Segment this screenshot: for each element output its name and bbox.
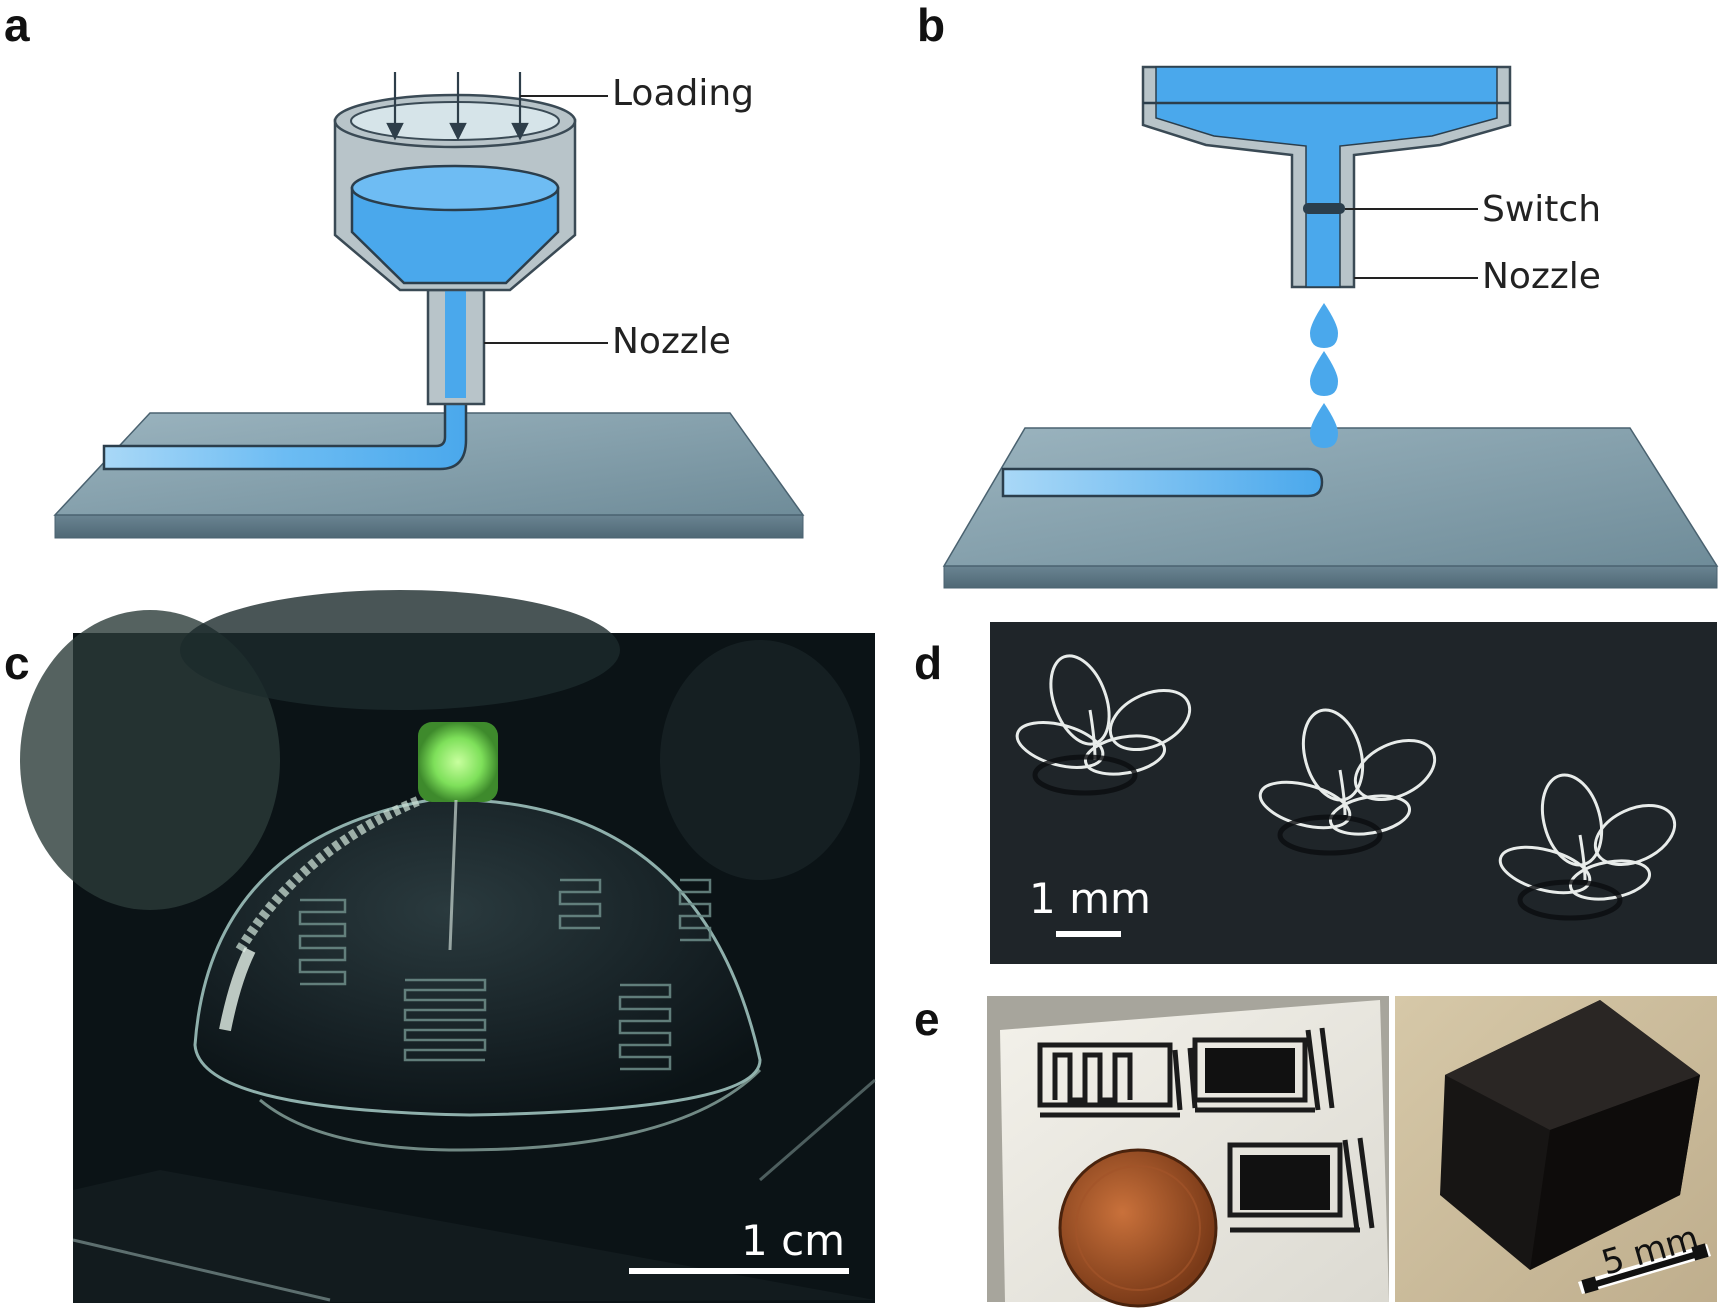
- substrate-top-b: [942, 427, 1719, 567]
- panel-d-photo: [990, 622, 1717, 964]
- scale-bar-e: [1578, 1243, 1711, 1294]
- droplet-3: [1310, 403, 1338, 448]
- filled-comb-2: [1240, 1155, 1330, 1210]
- scale-bar-c: [629, 1268, 849, 1274]
- panel-e-photos: [987, 996, 1717, 1308]
- scale-label-c: 1 cm: [741, 1216, 846, 1265]
- nozzle-label-a: Nozzle: [612, 321, 731, 362]
- butterfly-1: [1015, 654, 1192, 776]
- switch-label: Switch: [1482, 189, 1602, 230]
- substrate-side-b: [943, 565, 1718, 589]
- butterfly-shadow-1: [1032, 754, 1138, 796]
- printed-dome: [193, 798, 762, 1117]
- coin: [1058, 1148, 1218, 1308]
- ink-surface: [350, 164, 560, 212]
- loading-opening: [350, 101, 560, 141]
- scale-bar-d: [1056, 931, 1121, 937]
- serpentine-traces: [298, 878, 712, 1071]
- panel-a-diagram: [53, 72, 805, 539]
- panel-b-diagram: [942, 65, 1719, 589]
- led-light: [418, 722, 498, 802]
- panel-label-a: a: [4, 0, 30, 51]
- droplets: [1310, 303, 1338, 448]
- butterfly-shadow-3: [1517, 879, 1623, 921]
- deposited-line: [1001, 467, 1324, 498]
- printed-electrodes: [1037, 1027, 1375, 1233]
- butterfly-shadow-2: [1277, 814, 1383, 856]
- panel-label-b: b: [917, 0, 946, 51]
- butterfly-structures: [1015, 654, 1677, 921]
- droplet-1: [1310, 303, 1338, 348]
- droplet-2: [1310, 351, 1338, 396]
- panel-c-photo: [20, 590, 876, 1303]
- loading-arrows: [386, 72, 529, 141]
- panel-label-e: e: [914, 993, 940, 1045]
- nozzle-label-b: Nozzle: [1482, 256, 1601, 297]
- scale-label-d: 1 mm: [1029, 874, 1151, 923]
- panel-label-d: d: [914, 637, 943, 689]
- panel-label-c: c: [4, 637, 30, 689]
- nozzle-ink-channel: [445, 288, 466, 398]
- filled-comb-1: [1205, 1048, 1295, 1093]
- printhead-ink: [1155, 66, 1498, 288]
- substrate-side: [54, 514, 804, 539]
- switch-valve: [1303, 203, 1345, 214]
- loading-label: Loading: [612, 73, 755, 114]
